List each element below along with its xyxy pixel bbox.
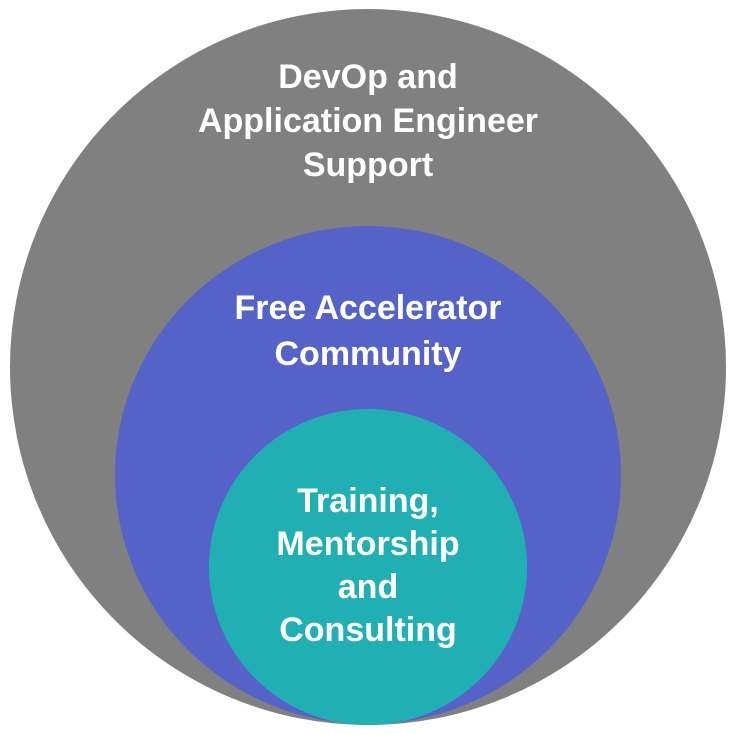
outer-circle-label: DevOp and Application Engineer Support (118, 55, 618, 187)
middle-label-line-2: Community (274, 335, 462, 373)
inner-circle (209, 409, 527, 725)
inner-label-line-1: Training, (297, 482, 439, 520)
middle-label-line-1: Free Accelerator (234, 289, 502, 327)
middle-circle-label: Free Accelerator Community (168, 285, 568, 377)
inner-label-line-4: Consulting (279, 611, 457, 649)
inner-label-line-2: Mentorship (276, 525, 460, 563)
outer-label-line-2: Application Engineer (197, 102, 539, 140)
inner-circle-label: Training, Mentorship and Consulting (218, 480, 518, 652)
outer-label-line-3: Support (302, 146, 434, 184)
inner-label-line-3: and (337, 568, 399, 606)
outer-label-line-1: DevOp and (278, 58, 458, 96)
